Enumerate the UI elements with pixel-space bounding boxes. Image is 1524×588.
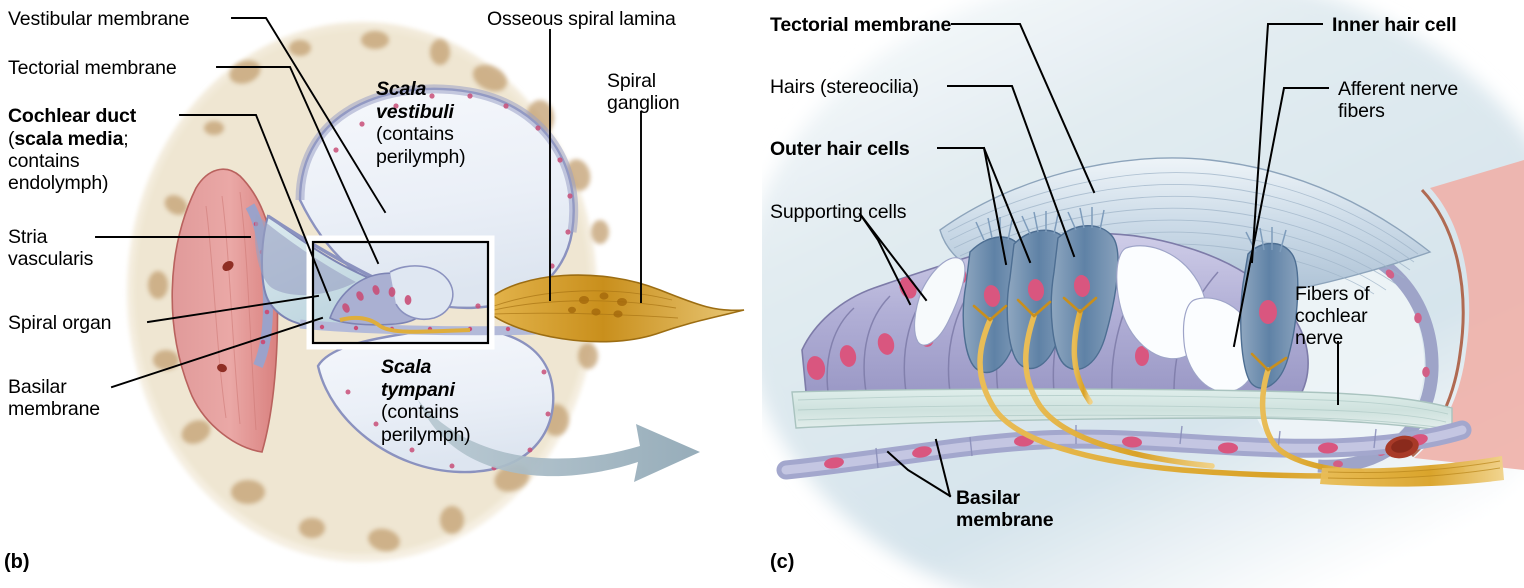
scala-vestibuli-sub1: (contains xyxy=(376,123,454,146)
label-stria-vascularis-line1: Stria xyxy=(8,226,48,248)
label-outer-hair-cells: Outer hair cells xyxy=(770,138,910,160)
leader-hairs-stereocilia xyxy=(947,85,1076,258)
panel-letter-c: (c) xyxy=(770,551,795,573)
scala-tympani-sub1: (contains xyxy=(381,401,459,424)
scala-tympani-word1: Scala xyxy=(381,356,432,378)
label-afferent-nerve-line2: fibers xyxy=(1338,100,1385,122)
afferent-nerve-branches xyxy=(972,296,1288,372)
label-cochlear-duct-sub-endolymph: endolymph) xyxy=(8,172,109,194)
leader-supporting-cells-b xyxy=(858,212,928,302)
leader-tectorial-membrane xyxy=(951,23,1096,194)
label-spiral-ganglion-line2: ganglion xyxy=(607,92,680,114)
label-vestibular-membrane: Vestibular membrane xyxy=(8,8,190,30)
label-basilar-membrane-line1: Basilar xyxy=(956,487,1020,509)
label-cochlear-duct-sub-contains: contains xyxy=(8,150,80,172)
label-fibers-cochlear-nerve-line3: nerve xyxy=(1295,327,1344,349)
blood-vessel xyxy=(1385,435,1419,459)
cochlear-nerve-bundle xyxy=(1320,456,1504,487)
scala-tympani-epithelium xyxy=(345,369,551,471)
leader-cochlear-duct xyxy=(179,114,332,302)
scala-vestibuli-word2: vestibuli xyxy=(376,100,454,123)
outer-hair-cells xyxy=(962,207,1119,374)
leader-outer-hair-cells-b xyxy=(982,146,1008,266)
panel-b-cochlear-cross-section: Vestibular membrane Tectorial membrane C… xyxy=(4,8,745,573)
panel-c-leader-lines xyxy=(858,23,1339,498)
spiral-organ-inset-box xyxy=(306,235,495,350)
label-basilar-membrane-line2: membrane xyxy=(956,509,1054,531)
label-cochlear-duct: Cochlear duct xyxy=(8,105,137,127)
leader-tectorial-membrane xyxy=(216,66,380,265)
label-spiral-organ: Spiral organ xyxy=(8,312,112,334)
leader-afferent-nerve xyxy=(1232,87,1329,348)
spiral-ganglion xyxy=(487,274,745,343)
label-tectorial-membrane: Tectorial membrane xyxy=(8,57,177,79)
scala-vestibuli-sub2: perilymph) xyxy=(376,145,466,168)
label-fibers-cochlear-nerve-line2: cochlear xyxy=(1295,305,1368,327)
label-afferent-nerve-line1: Afferent nerve xyxy=(1338,78,1459,100)
label-osseous-spiral-lamina: Osseous spiral lamina xyxy=(487,8,676,30)
scala-tympani-word2: tympani xyxy=(381,378,455,401)
basilar-membrane xyxy=(791,388,1453,433)
label-fibers-cochlear-nerve-line1: Fibers of xyxy=(1295,283,1370,305)
label-stria-vascularis-line2: vascularis xyxy=(8,248,94,270)
label-tectorial-membrane: Tectorial membrane xyxy=(770,14,952,36)
leader-basilar-membrane xyxy=(110,316,324,389)
label-basilar-membrane-line1: Basilar xyxy=(8,376,67,398)
label-basilar-membrane-line2: membrane xyxy=(8,398,101,420)
scala-vestibuli-word1: Scala xyxy=(376,78,427,100)
scala-tympani xyxy=(316,326,555,474)
label-cochlear-duct-sub-scala-media: (scala media; xyxy=(8,128,129,150)
scala-tympani-sub2: perilymph) xyxy=(381,423,471,446)
leader-basilar-membrane-a xyxy=(886,450,952,498)
panel-b-leader-lines xyxy=(95,17,642,389)
label-supporting-cells: Supporting cells xyxy=(770,201,907,223)
panel-b-illustration xyxy=(95,17,745,562)
spiral-organ xyxy=(329,265,471,334)
inner-hair-cell xyxy=(1240,227,1299,389)
panel-letter-b: (b) xyxy=(4,551,30,573)
label-scala-vestibuli: Scala vestibuli (contains perilymph) xyxy=(376,78,466,168)
inner-hair-cell-stereocilia xyxy=(1245,227,1287,253)
label-scala-tympani: Scala tympani (contains perilymph) xyxy=(381,356,471,446)
panel-c-spiral-organ-detail: Tectorial membrane Hairs (stereocilia) O… xyxy=(762,0,1524,588)
panel-c-illustration xyxy=(762,0,1524,588)
label-spiral-ganglion-line1: Spiral xyxy=(607,70,656,92)
cochlear-duct-shadow xyxy=(254,214,356,296)
inner-hair-cell-nucleus xyxy=(1259,300,1277,324)
label-hairs-stereocilia: Hairs (stereocilia) xyxy=(770,76,919,98)
leader-vestibular-membrane xyxy=(231,17,387,214)
leader-basilar-membrane-b xyxy=(934,438,952,498)
outer-hair-cell-nuclei xyxy=(983,275,1091,307)
leader-inner-hair-cell xyxy=(1250,23,1323,264)
magnification-arrow xyxy=(418,400,700,482)
leader-spiral-organ xyxy=(146,294,320,324)
label-inner-hair-cell: Inner hair cell xyxy=(1332,14,1457,36)
